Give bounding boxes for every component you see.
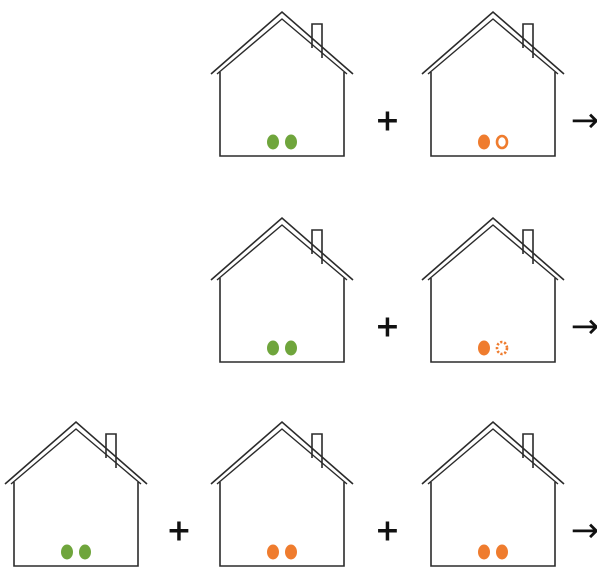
house-roof-inner <box>216 18 348 75</box>
house-chimney <box>522 433 534 468</box>
house-roof-outer <box>210 420 354 485</box>
house-body <box>430 482 556 567</box>
house-chimney <box>311 23 323 58</box>
house-chimney <box>105 433 117 468</box>
house-body <box>13 482 139 567</box>
plus-sign: + <box>375 514 400 549</box>
green-solid-dot <box>285 340 297 356</box>
house-r3-c1 <box>4 420 148 567</box>
house-r3-c3 <box>421 420 565 567</box>
orange-dashed-ring-dot <box>495 340 509 356</box>
house-chimney <box>311 433 323 468</box>
row-1: +→ <box>210 10 597 157</box>
arrow-icon: → <box>571 511 597 551</box>
house-r1-c2 <box>210 10 354 157</box>
house-roof-inner <box>427 224 559 281</box>
house-roof-inner <box>216 224 348 281</box>
green-solid-dot <box>79 544 91 560</box>
house-roof-inner <box>427 18 559 75</box>
row-3: + + → <box>4 420 597 567</box>
plus-sign: + <box>166 514 191 549</box>
rows-layer: +→+→++→ <box>4 10 597 567</box>
house-chimney <box>311 229 323 264</box>
orange-solid-dot <box>267 544 279 560</box>
house-roof-outer <box>421 10 565 75</box>
house-r2-c3 <box>421 216 565 363</box>
green-solid-dot <box>285 134 297 150</box>
house-roof-outer <box>210 10 354 75</box>
plus-sign: + <box>375 104 400 139</box>
house-body <box>219 72 345 157</box>
arrow-icon: → <box>571 307 597 347</box>
house-chimney <box>522 23 534 58</box>
house-body <box>219 278 345 363</box>
house-body <box>219 482 345 567</box>
orange-solid-dot <box>478 544 490 560</box>
house-roof-outer <box>421 420 565 485</box>
house-r1-c3 <box>421 10 565 157</box>
house-chimney <box>522 229 534 264</box>
house-roof-inner <box>427 428 559 485</box>
house-roof-outer <box>4 420 148 485</box>
orange-solid-dot <box>285 544 297 560</box>
house-roof-inner <box>216 428 348 485</box>
house-body <box>430 278 556 363</box>
green-solid-dot <box>267 340 279 356</box>
green-solid-dot <box>267 134 279 150</box>
house-roof-outer <box>210 216 354 281</box>
arrow-icon: → <box>571 101 597 141</box>
house-r3-c2 <box>210 420 354 567</box>
green-solid-dot <box>61 544 73 560</box>
house-roof-outer <box>421 216 565 281</box>
orange-ring-dot <box>495 134 509 150</box>
orange-solid-dot <box>478 134 490 150</box>
row-2: +→ <box>210 216 597 363</box>
house-r2-c2 <box>210 216 354 363</box>
plus-sign: + <box>375 310 400 345</box>
house-body <box>430 72 556 157</box>
orange-solid-dot <box>478 340 490 356</box>
orange-solid-dot <box>496 544 508 560</box>
house-roof-inner <box>10 428 142 485</box>
